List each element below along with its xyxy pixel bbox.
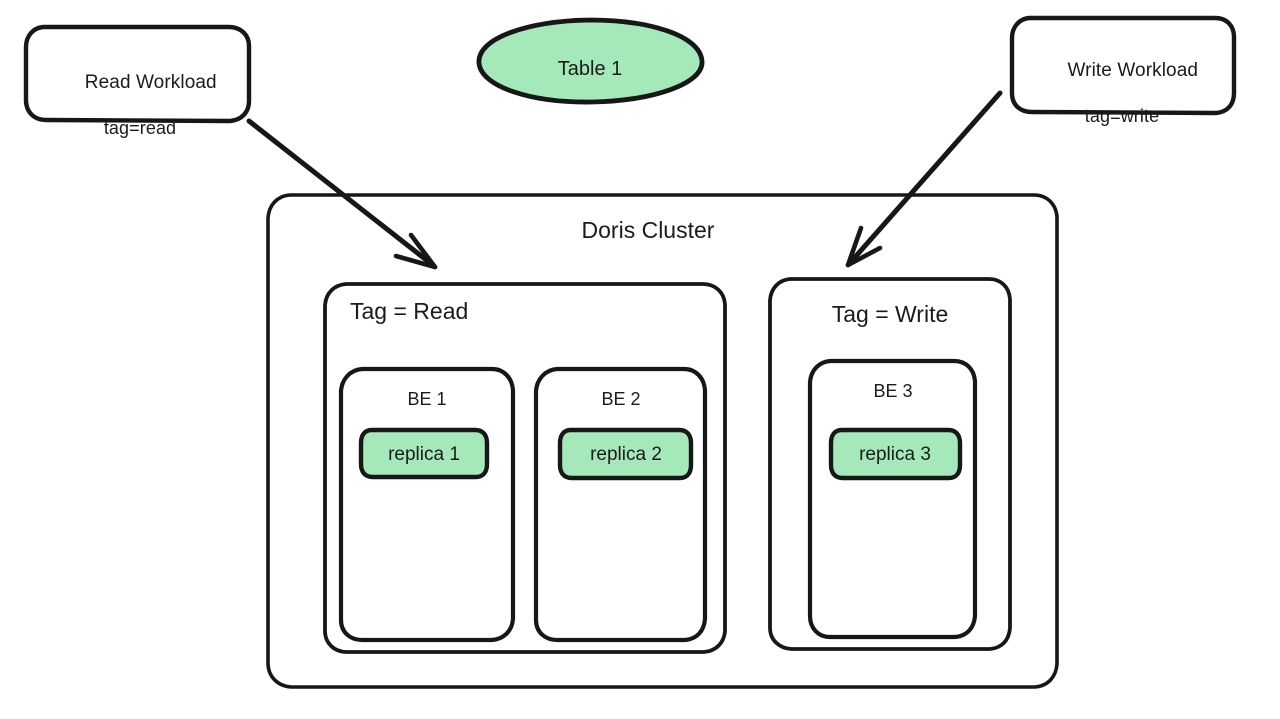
replica2-label: replica 2 (590, 444, 662, 465)
table-node-label: Table 1 (557, 58, 623, 80)
read-workload-line2: tag=read (103, 117, 177, 138)
read-workload-line1: Read Workload (84, 72, 217, 94)
write-workload-arrow (845, 90, 1003, 268)
cluster-title: Doris Cluster (581, 217, 715, 243)
be2-title: BE 2 (601, 389, 641, 409)
be3-title: BE 3 (873, 381, 913, 401)
be1-title: BE 1 (407, 389, 447, 409)
doris-cluster-container (266, 193, 1059, 689)
read-workload-arrow (246, 118, 438, 270)
tag-read-group-container (323, 282, 727, 654)
read-workload-label: Read Workload tag=read (28, 48, 252, 186)
write-workload-label: Write Workload tag=write (1014, 36, 1230, 174)
tag-read-group-title: Tag = Read (350, 298, 469, 324)
write-workload-line2: tag=write (1084, 105, 1160, 126)
replica1-label: replica 1 (388, 444, 460, 465)
tag-write-group-title: Tag = Write (831, 301, 949, 327)
replica3-label: replica 3 (859, 444, 931, 465)
write-workload-line1: Write Workload (1067, 60, 1199, 82)
